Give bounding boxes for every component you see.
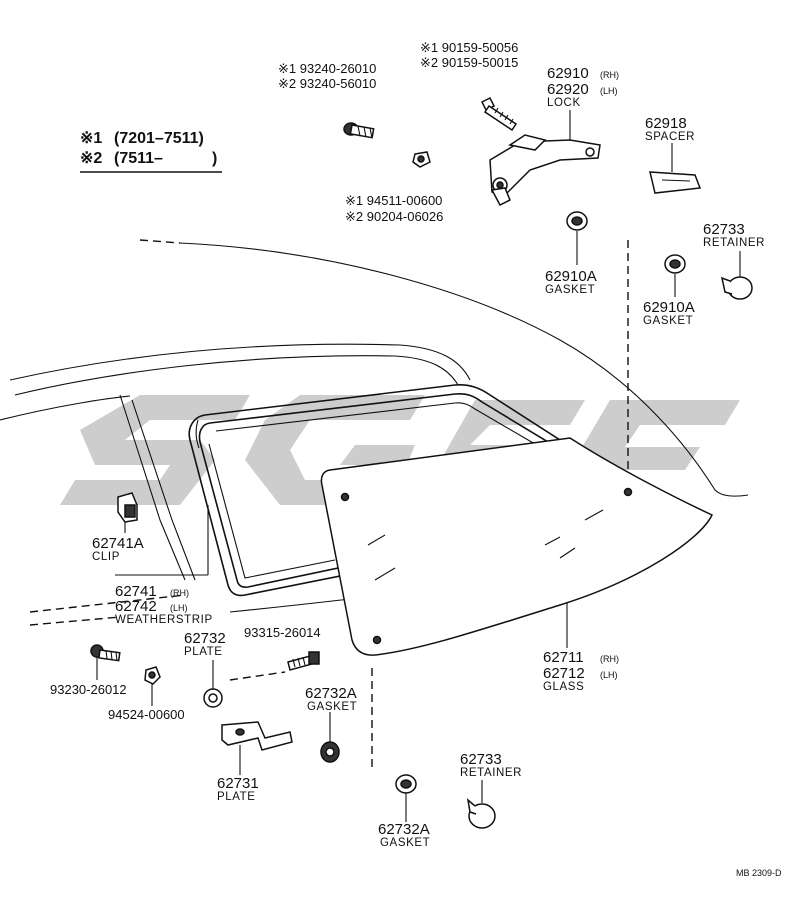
quarter-glass xyxy=(320,437,714,656)
plate-62731 xyxy=(221,721,293,775)
bolt-b-label: 93230-26012 xyxy=(50,682,127,697)
plate-small-number: 62732 xyxy=(184,630,226,647)
lock-name: LOCK xyxy=(547,97,581,109)
weatherstrip-name: WEATHERSTRIP xyxy=(115,614,213,626)
spacer-part xyxy=(649,143,702,194)
screw-90159 xyxy=(480,96,518,132)
gasket3-number: 62732A xyxy=(305,685,357,702)
gasket-62910a-2 xyxy=(664,254,686,297)
weatherstrip-rh-tag: (RH) xyxy=(170,588,189,598)
gasket4-number: 62732A xyxy=(378,821,430,838)
retainer-62733-2 xyxy=(466,780,496,829)
footer-code: MB 2309-D xyxy=(736,868,782,878)
plate-number: 62731 xyxy=(217,775,259,792)
nut-a-n2-label: ※2 90204-06026 xyxy=(345,209,443,224)
bolt-93240 xyxy=(343,122,375,139)
nut-94511 xyxy=(412,151,431,168)
clip-part xyxy=(117,492,138,533)
clip-number: 62741A xyxy=(92,535,144,552)
lock-part xyxy=(489,110,601,206)
glass-lh-number: 62712 xyxy=(543,665,585,682)
nut-94524 xyxy=(144,666,161,706)
bolt-a-n1-label: ※1 93240-26010 xyxy=(278,61,376,76)
spacer-name: SPACER xyxy=(645,131,695,143)
note2-mark: ※2 xyxy=(80,150,102,167)
screw-a-n2-label: ※2 90159-50015 xyxy=(420,55,518,70)
note1-range: (7201–7511) xyxy=(114,130,204,147)
gasket-62732a-2 xyxy=(395,774,417,822)
weatherstrip-frame xyxy=(188,384,562,597)
gasket2-name: GASKET xyxy=(643,315,693,327)
lock-rh-number: 62910 xyxy=(547,65,589,82)
note2-range: (7511– xyxy=(114,150,163,167)
retainer1-number: 62733 xyxy=(703,221,745,238)
plate-name: PLATE xyxy=(217,791,256,803)
note2-close: ) xyxy=(212,150,217,167)
glass-rh-number: 62711 xyxy=(543,649,584,666)
nut-b-label: 94524-00600 xyxy=(108,707,185,722)
gasket1-name: GASKET xyxy=(545,284,595,296)
gasket3-name: GASKET xyxy=(307,701,357,713)
gasket2-number: 62910A xyxy=(643,299,695,316)
plate-small-name: PLATE xyxy=(184,646,223,658)
gasket1-number: 62910A xyxy=(545,268,597,285)
lock-lh-number: 62920 xyxy=(547,81,589,98)
plate-62732 xyxy=(203,660,223,708)
weatherstrip-lh-number: 62742 xyxy=(115,598,157,615)
gasket-62910a-1 xyxy=(566,211,588,265)
retainer1-name: RETAINER xyxy=(703,237,765,249)
glass-lh-tag: (LH) xyxy=(600,670,618,680)
retainer-62733-1 xyxy=(720,251,753,300)
screw-93315 xyxy=(287,651,320,671)
notes-legend: ※1 (7201–7511) ※2 (7511– ) xyxy=(80,130,222,173)
retainer2-name: RETAINER xyxy=(460,767,522,779)
retainer2-number: 62733 xyxy=(460,751,502,768)
note1-mark: ※1 xyxy=(80,130,102,147)
screw-b-label: 93315-26014 xyxy=(244,625,321,640)
nut-a-n1-label: ※1 94511-00600 xyxy=(345,193,442,208)
gasket-62732a-1 xyxy=(320,712,340,763)
assembly-line-lower xyxy=(229,671,286,681)
glass-name: GLASS xyxy=(543,681,584,693)
weatherstrip-lh-tag: (LH) xyxy=(170,603,188,613)
bolt-93230 xyxy=(90,644,121,680)
lock-lh-tag: (LH) xyxy=(600,86,618,96)
clip-name: CLIP xyxy=(92,551,120,563)
car-body-outline xyxy=(0,239,749,626)
lock-rh-tag: (RH) xyxy=(600,70,619,80)
glass-rh-tag: (RH) xyxy=(600,654,619,664)
bolt-a-n2-label: ※2 93240-56010 xyxy=(278,76,376,91)
weatherstrip-rh-number: 62741 xyxy=(115,583,157,600)
gasket4-name: GASKET xyxy=(380,837,430,849)
screw-a-n1-label: ※1 90159-50056 xyxy=(420,40,518,55)
spacer-number: 62918 xyxy=(645,115,687,132)
